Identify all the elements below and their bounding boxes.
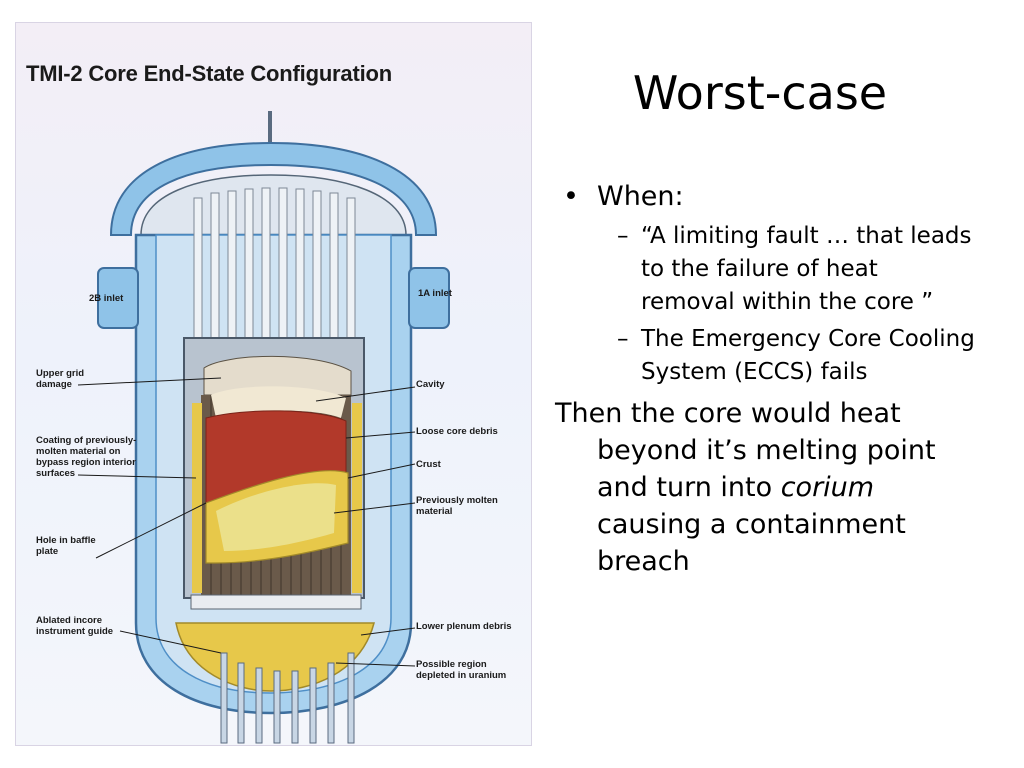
label-ablated-incore: Ablated incore instrument guide	[36, 615, 114, 637]
dash-icon: –	[617, 326, 629, 352]
figure-title: TMI-2 Core End-State Configuration	[26, 61, 392, 86]
slide-body: • When: – “A limiting fault … that leads…	[555, 180, 975, 580]
label-loose-core-debris: Loose core debris	[416, 426, 498, 437]
label-possible-region: Possible region depleted in uranium	[416, 659, 507, 681]
sub-bullet-text: “A limiting fault … that leads to the fa…	[641, 223, 972, 315]
label-crust: Crust	[416, 459, 441, 470]
dash-icon: –	[617, 223, 629, 249]
label-2b-inlet: 2B inlet	[89, 293, 124, 304]
closing-text-end: causing a containment breach	[597, 509, 906, 577]
label-hole-in-baffle: Hole in baffle plate	[36, 535, 96, 557]
closing-text: Then the core would heat beyond it’s mel…	[555, 398, 936, 503]
reactor-diagram: TMI-2 Core End-State Configuration 2B in…	[15, 22, 532, 746]
sub-bullet: – “A limiting fault … that leads to the …	[555, 220, 975, 319]
label-cavity: Cavity	[416, 379, 445, 390]
slide-title: Worst-case	[632, 66, 888, 120]
reactor-illustration	[77, 111, 450, 744]
label-coating: Coating of previously-molten material on…	[36, 435, 137, 479]
label-1a-inlet: 1A inlet	[418, 288, 452, 299]
sub-bullet: – The Emergency Core Cooling System (ECC…	[555, 323, 975, 389]
closing-paragraph: Then the core would heat beyond it’s mel…	[555, 395, 975, 580]
label-upper-grid-damage: Upper grid damage	[36, 368, 85, 390]
bullet-when: • When:	[555, 180, 975, 214]
label-previously-molten: Previously molten material	[416, 495, 498, 517]
sub-bullet-text: The Emergency Core Cooling System (ECCS)…	[641, 326, 975, 385]
closing-emphasis: corium	[780, 472, 875, 503]
bullet-when-text: When:	[597, 181, 684, 212]
bullet-dot-icon: •	[563, 181, 579, 212]
label-lower-plenum-debris: Lower plenum debris	[416, 621, 512, 632]
